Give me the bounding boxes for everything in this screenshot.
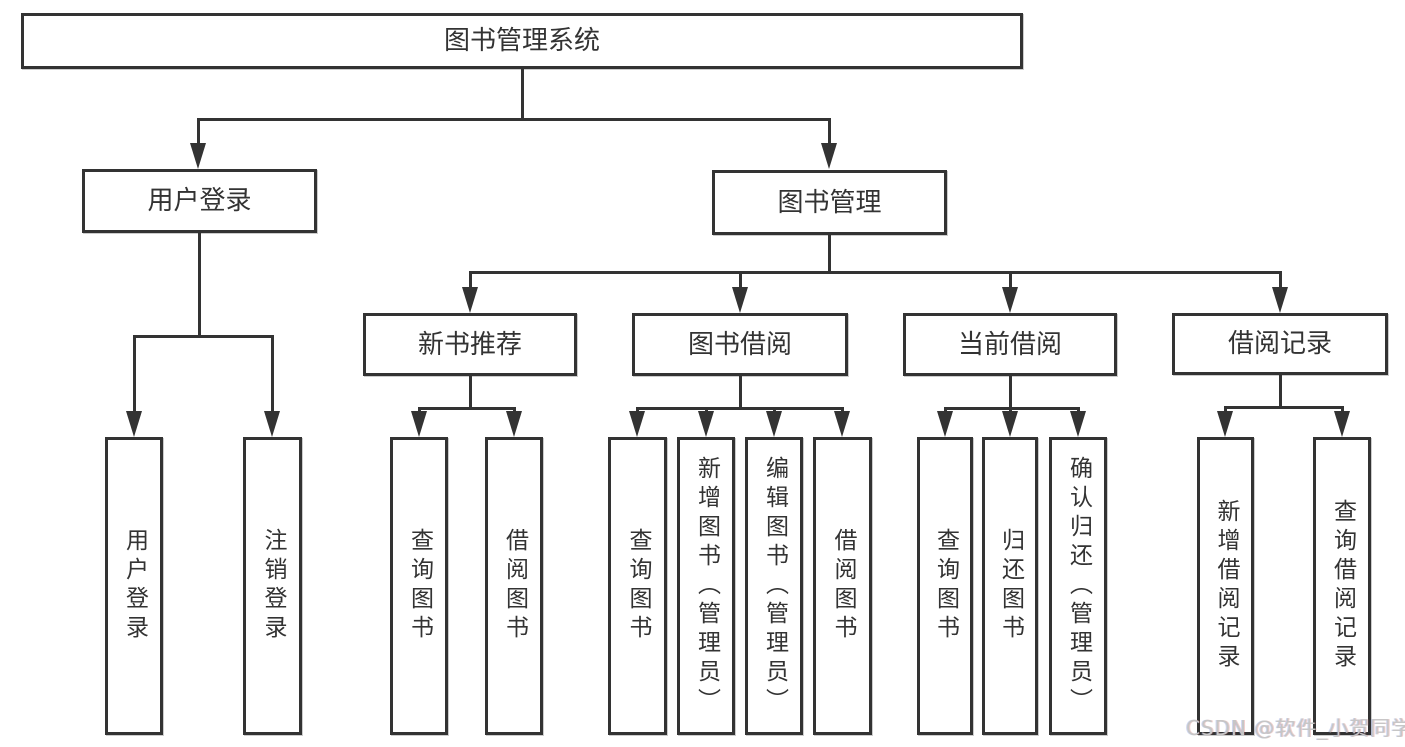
connector-line	[1223, 405, 1344, 409]
node-borrow-books-2-label: 借阅图书	[830, 528, 856, 644]
connector-line	[943, 406, 1080, 410]
connector-arrowhead-icon	[1002, 287, 1018, 313]
connector-line	[196, 119, 200, 149]
node-query-books-1-label: 查询图书	[406, 528, 433, 644]
connector-line	[1008, 272, 1012, 293]
connector-arrowhead-icon	[834, 411, 850, 437]
connector-arrowhead-icon	[190, 143, 206, 169]
connector-line	[197, 233, 201, 336]
connector-arrowhead-icon	[1002, 411, 1018, 437]
node-return-books-label: 归还图书	[997, 528, 1024, 644]
connector-line	[827, 119, 831, 149]
node-confirm-return-label: 确认归还（管理员）	[1065, 455, 1092, 717]
connector-arrowhead-icon	[629, 411, 645, 437]
connector-arrowhead-icon	[766, 411, 782, 437]
connector-arrowhead-icon	[698, 411, 714, 437]
connector-line	[738, 272, 742, 293]
connector-line	[270, 336, 274, 417]
node-borrow-books-1-label: 借阅图书	[501, 528, 528, 644]
node-user-login: 用户登录	[82, 169, 317, 233]
node-return-books: 归还图书	[982, 437, 1038, 735]
connector-arrowhead-icon	[1272, 287, 1288, 313]
connector-arrowhead-icon	[264, 411, 280, 437]
node-query-borrow-record-label: 查询借阅记录	[1329, 499, 1356, 673]
connector-line	[635, 406, 844, 410]
node-borrowing-records-label: 借阅记录	[1227, 329, 1332, 359]
node-new-book-recommend-label: 新书推荐	[417, 329, 522, 360]
node-query-books-3: 查询图书	[917, 437, 973, 735]
connector-arrowhead-icon	[1217, 411, 1233, 437]
node-edit-books: 编辑图书（管理员）	[745, 437, 803, 735]
connector-line	[1008, 376, 1012, 408]
node-add-books-label: 新增图书（管理员）	[693, 455, 720, 717]
connector-arrowhead-icon	[506, 411, 522, 437]
connector-line	[738, 376, 742, 408]
connector-arrowhead-icon	[821, 143, 837, 169]
connector-line	[1278, 272, 1282, 293]
connector-line	[1278, 375, 1282, 407]
node-current-borrowing: 当前借阅	[903, 313, 1117, 376]
connector-arrowhead-icon	[1070, 411, 1086, 437]
node-user-login-leaf-label: 用户登录	[121, 528, 148, 644]
node-query-borrow-record: 查询借阅记录	[1313, 437, 1371, 735]
connector-arrowhead-icon	[462, 287, 478, 313]
node-edit-books-label: 编辑图书（管理员）	[761, 455, 788, 717]
connector-line	[468, 272, 472, 293]
node-add-borrow-record: 新增借阅记录	[1197, 437, 1254, 735]
node-book-management-label: 图书管理	[777, 187, 882, 218]
connector-line	[196, 117, 831, 121]
connector-line	[520, 69, 524, 119]
connector-line	[132, 334, 274, 338]
node-query-books-1: 查询图书	[390, 437, 448, 735]
node-book-management: 图书管理	[712, 170, 947, 235]
node-borrow-books-1: 借阅图书	[485, 437, 543, 735]
node-add-borrow-record-label: 新增借阅记录	[1213, 499, 1239, 673]
connector-line	[468, 376, 472, 408]
node-query-books-2-label: 查询图书	[625, 528, 651, 644]
node-query-books-3-label: 查询图书	[932, 528, 959, 644]
node-root-label: 图书管理系统	[443, 26, 600, 56]
node-add-books: 新增图书（管理员）	[677, 437, 735, 735]
node-confirm-return: 确认归还（管理员）	[1049, 437, 1107, 735]
node-current-borrowing-label: 当前借阅	[957, 329, 1062, 360]
connector-arrowhead-icon	[732, 287, 748, 313]
connector-line	[132, 336, 136, 417]
connector-arrowhead-icon	[1334, 411, 1350, 437]
node-user-login-leaf: 用户登录	[105, 437, 163, 735]
connector-line	[827, 235, 831, 272]
node-book-borrowing: 图书借阅	[632, 313, 848, 376]
connector-arrowhead-icon	[411, 411, 427, 437]
node-root: 图书管理系统	[21, 13, 1023, 69]
connector-line	[468, 270, 1282, 274]
node-logout-leaf: 注销登录	[243, 437, 302, 735]
node-logout-leaf-label: 注销登录	[260, 528, 286, 644]
node-user-login-label: 用户登录	[147, 186, 252, 216]
node-query-books-2: 查询图书	[608, 437, 667, 735]
node-new-book-recommend: 新书推荐	[363, 313, 577, 376]
connector-arrowhead-icon	[126, 411, 142, 437]
connector-arrowhead-icon	[937, 411, 953, 437]
connector-line	[417, 406, 516, 410]
node-book-borrowing-label: 图书借阅	[687, 329, 792, 360]
node-borrowing-records: 借阅记录	[1172, 313, 1388, 375]
node-borrow-books-2: 借阅图书	[813, 437, 872, 735]
